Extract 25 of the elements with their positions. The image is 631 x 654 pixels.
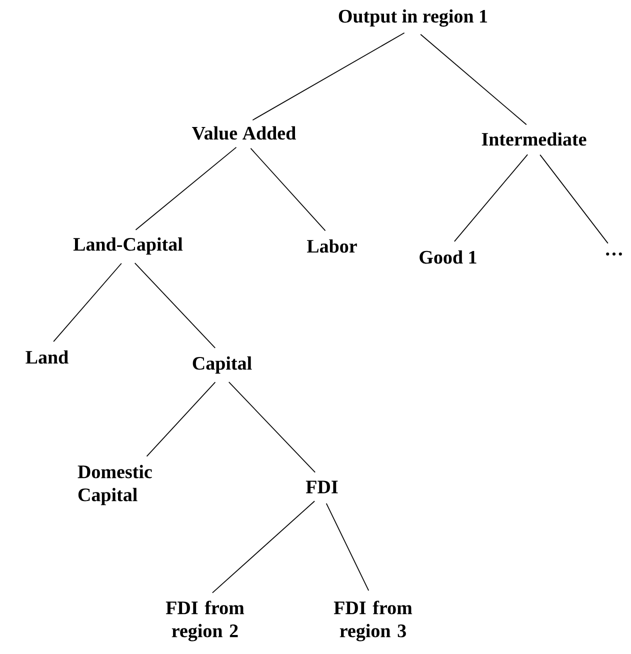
node-label: Capital	[192, 356, 252, 374]
tree-line	[134, 262, 216, 348]
tree-line	[135, 146, 237, 230]
tree-line	[212, 500, 315, 594]
tree-line	[228, 382, 316, 473]
node-label: Good 1	[420, 250, 476, 264]
node-label: Intermediate	[482, 132, 586, 146]
node-label: …	[606, 252, 622, 256]
tree-line	[420, 34, 527, 126]
node-label: Value Added	[192, 126, 296, 140]
node-label: FDI from region 2	[166, 600, 244, 642]
tree-line	[53, 262, 122, 342]
node-label: Labor	[307, 239, 357, 253]
tree-line	[326, 503, 370, 591]
node-label: Domestic Capital	[78, 464, 152, 506]
tree-line	[250, 148, 326, 232]
tree-line	[454, 154, 528, 242]
node-label: FDI from region 3	[334, 600, 412, 642]
tree-line	[252, 32, 405, 121]
node-label: Land	[26, 350, 68, 364]
node-label: Output in region 1	[338, 9, 488, 27]
tree-line	[540, 154, 608, 244]
node-label: Land-Capital	[73, 237, 183, 255]
node-label: FDI	[306, 480, 338, 494]
tree-line	[146, 382, 216, 457]
